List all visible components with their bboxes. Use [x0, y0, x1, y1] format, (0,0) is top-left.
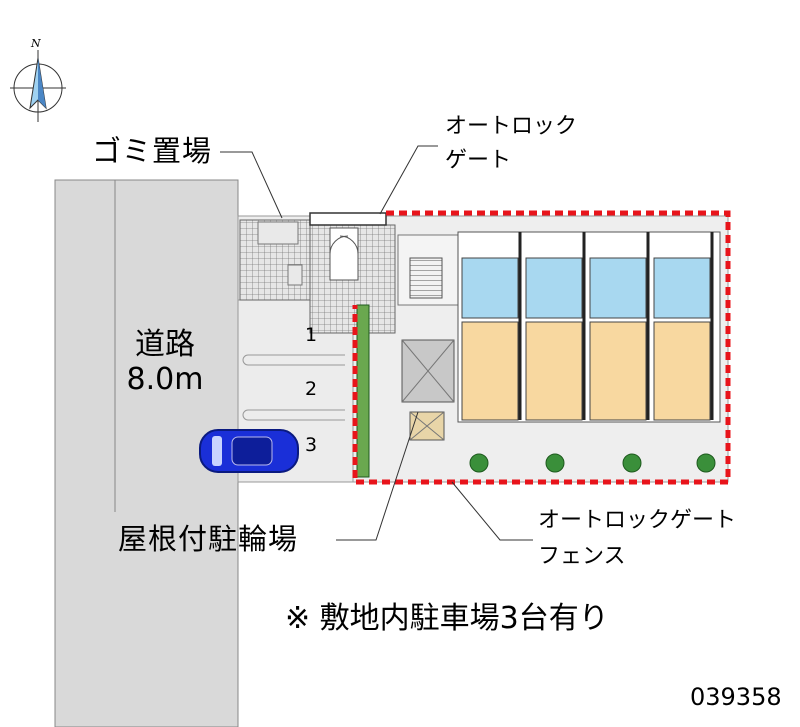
parking-note: ※ 敷地内駐車場3台有り	[285, 601, 609, 636]
north-label: N	[31, 37, 41, 50]
property-id: 039358	[690, 683, 782, 711]
fence-label-2: フェンス	[538, 544, 626, 569]
fence	[352, 210, 731, 485]
parking-space-3: 3	[305, 434, 318, 456]
autolock-gate-label-1: オートロック	[445, 114, 578, 139]
parking-space-1: 1	[305, 324, 318, 346]
road-width: 8.0m	[126, 362, 204, 397]
stairs	[409, 257, 443, 299]
autolock-gate-label-2: ゲート	[445, 148, 512, 173]
car-icon	[199, 429, 299, 473]
autolock-gate	[309, 212, 387, 226]
road-name: 道路	[135, 327, 195, 362]
apartment-units	[457, 231, 721, 423]
parking-space-2: 2	[305, 378, 318, 400]
garbage-label: ゴミ置場	[92, 134, 213, 168]
bicycle-parking-label: 屋根付駐輪場	[118, 522, 299, 556]
fence-label-1: オートロックゲート	[538, 508, 737, 533]
compass-icon	[10, 50, 66, 122]
planting	[356, 304, 716, 478]
